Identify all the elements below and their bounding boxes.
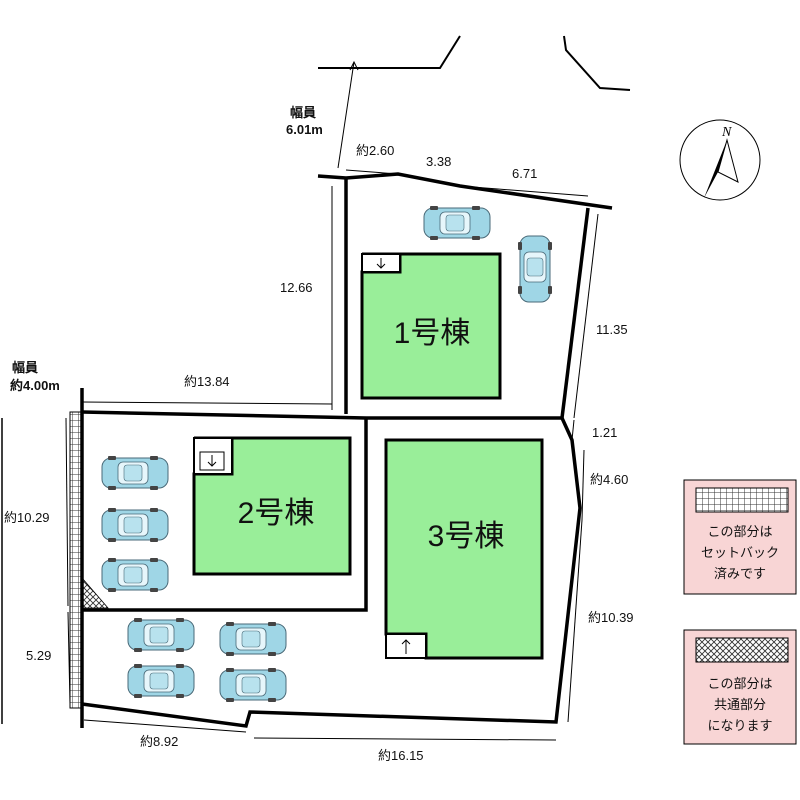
compass-label: N — [721, 125, 732, 140]
dim-east-mid: 約4.60 — [590, 472, 628, 487]
car-icon — [423, 205, 491, 241]
dimension-labels: 約2.60 3.38 6.71 12.66 約13.84 11.35 1.21 … — [4, 143, 634, 763]
dim-west-bottom: 5.29 — [26, 648, 51, 663]
dim-south-b: 約16.15 — [378, 748, 424, 763]
dim-east-top: 11.35 — [596, 322, 628, 337]
legend-shared-line3: になります — [707, 718, 772, 733]
car-icon — [219, 621, 287, 657]
car-icon — [219, 667, 287, 703]
north-road — [318, 35, 631, 91]
building-3-label: 3号棟 — [428, 520, 505, 553]
legend-shared-line2: 共通部分 — [714, 697, 766, 712]
dim-south-a: 約8.92 — [140, 734, 178, 749]
legend-setback: この部分は セットバック 済みです — [683, 479, 797, 595]
legend-shared-line1: この部分は — [707, 676, 772, 691]
dim-east-bottom: 約10.39 — [588, 610, 634, 625]
car-icon — [127, 617, 195, 653]
dim-lot1-west: 12.66 — [280, 280, 313, 295]
dim-east-mid-small: 1.21 — [592, 425, 617, 440]
west-road-label-2: 約4.00m — [10, 378, 60, 393]
car-icon — [101, 557, 169, 593]
car-icon — [127, 663, 195, 699]
dim-north-a: 約2.60 — [356, 143, 394, 158]
dim-lot-north-west: 約13.84 — [184, 374, 230, 389]
building-2-label: 2号棟 — [238, 497, 315, 530]
north-road-label-2: 6.01m — [286, 122, 323, 137]
building-1: 1号棟 — [360, 252, 502, 400]
legend-setback-line1: この部分は — [707, 524, 772, 539]
north-road-label-1: 幅員 — [290, 105, 316, 120]
building-2: 2号棟 — [192, 436, 352, 576]
legend-shared: この部分は 共通部分 になります — [683, 629, 797, 745]
dimension-lines — [65, 60, 599, 741]
setback-strip — [69, 411, 83, 709]
road-labels: 幅員 6.01m 幅員 約4.00m — [10, 105, 323, 393]
building-1-label: 1号棟 — [394, 317, 471, 350]
car-icon — [101, 507, 169, 543]
compass-icon: N — [679, 119, 761, 201]
legend-setback-line3: 済みです — [714, 566, 766, 581]
dim-north-c: 6.71 — [512, 166, 537, 181]
west-road-label-1: 幅員 — [12, 360, 38, 375]
dim-north-b: 3.38 — [426, 154, 451, 169]
car-icon — [101, 455, 169, 491]
car-icon — [517, 235, 553, 303]
building-3: 3号棟 — [384, 438, 544, 660]
legend-setback-line2: セットバック — [701, 545, 779, 560]
dim-west-top: 約10.29 — [4, 510, 50, 525]
